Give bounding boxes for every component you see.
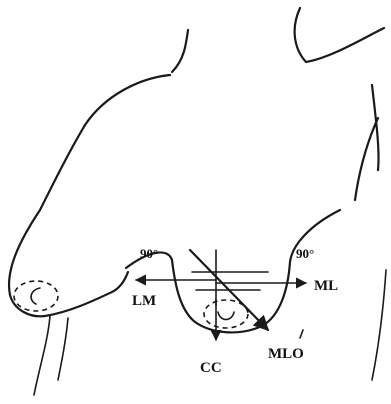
left-nipple-area — [14, 281, 58, 311]
angle-label-right: 90° — [296, 246, 314, 261]
lower-right-line — [372, 270, 386, 380]
mlo-label: MLO — [268, 346, 304, 362]
left-breast-underline-2 — [58, 318, 68, 380]
ml-label: ML — [314, 278, 338, 294]
projection-arrows — [136, 250, 306, 340]
body-outline — [172, 8, 386, 380]
torso-contour — [355, 118, 378, 200]
compression-plates — [192, 272, 268, 290]
neck-contour-right — [295, 8, 384, 62]
frontal-nipple — [218, 312, 234, 320]
neck-contour-left — [172, 30, 188, 72]
left-breast-underline — [34, 316, 50, 395]
left-nipple — [31, 288, 40, 304]
lm-label: LM — [132, 293, 156, 309]
angle-label-left: 90° — [140, 246, 158, 261]
left-breast-profile — [9, 75, 170, 395]
cc-label: CC — [200, 360, 222, 376]
mlo-tick — [300, 330, 303, 338]
